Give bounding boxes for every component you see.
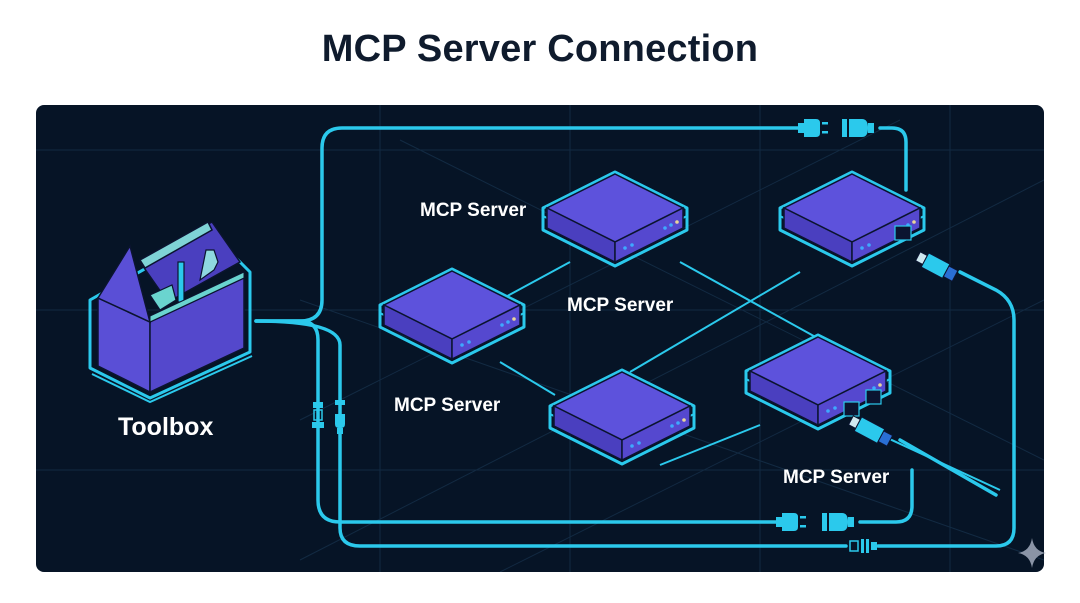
- toolbox-label: Toolbox: [118, 413, 214, 441]
- ethernet-plug-icon: [847, 415, 894, 447]
- server-left-label: MCP Server: [394, 395, 501, 416]
- server-top-right: [778, 170, 959, 282]
- toolbox-icon: [88, 220, 253, 404]
- connector-bottom: [849, 539, 877, 553]
- ethernet-plug-icon: [914, 251, 959, 282]
- sparkle-icon: [1018, 538, 1046, 568]
- server-middle-label: MCP Server: [567, 295, 674, 316]
- server-middle: [548, 368, 696, 466]
- power-plug-top: [798, 119, 874, 137]
- power-plug-bottom: [776, 513, 854, 531]
- connector-left: [312, 400, 345, 434]
- server-bottom-right: [744, 333, 894, 447]
- server-top: [541, 170, 689, 268]
- server-top-label: MCP Server: [420, 200, 527, 221]
- server-left: [378, 267, 526, 365]
- server-bottom-right-label: MCP Server: [783, 467, 890, 488]
- background-grid: [36, 105, 1044, 572]
- page-title: MCP Server Connection: [321, 28, 759, 70]
